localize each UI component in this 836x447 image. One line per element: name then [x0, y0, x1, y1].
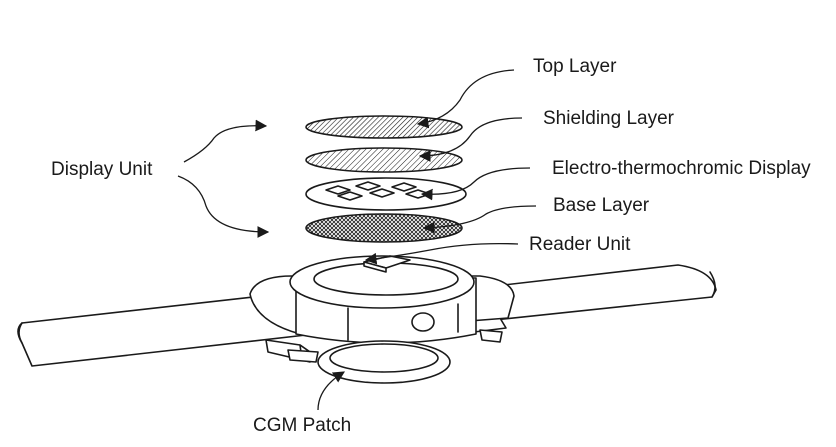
base-layer-arrow — [422, 205, 537, 234]
label-reader-unit: Reader Unit — [529, 234, 631, 255]
crown-button-icon — [411, 312, 435, 332]
reader-unit-chip — [363, 255, 411, 273]
label-base-layer: Base Layer — [553, 195, 650, 216]
left-strap — [17, 295, 307, 367]
right-strap — [459, 264, 717, 321]
label-electro-thermochromic-display: Electro-thermochromic Display — [552, 158, 811, 179]
electro-thermochromic-display-disk — [305, 177, 467, 211]
top-layer-disk — [305, 115, 463, 139]
display-segments — [325, 181, 431, 201]
shielding-layer-disk — [305, 147, 463, 173]
leader-lines — [177, 69, 537, 411]
reader-unit-arrow — [364, 242, 519, 265]
label-shielding-layer: Shielding Layer — [543, 108, 675, 129]
watch-body — [249, 255, 515, 344]
electro-display-arrow — [420, 167, 531, 201]
label-cgm-patch: CGM Patch — [253, 415, 351, 436]
cgm-patch-arrow — [317, 371, 345, 411]
display-unit-upper-arrow — [183, 119, 268, 163]
label-display-unit: Display Unit — [51, 159, 153, 180]
shielding-layer-arrow — [418, 117, 523, 162]
base-layer-disk — [305, 213, 463, 243]
cgm-patch-disk — [317, 340, 451, 384]
label-top-layer: Top Layer — [533, 56, 617, 77]
display-unit-lower-arrow — [177, 175, 270, 238]
top-layer-arrow — [416, 69, 515, 129]
